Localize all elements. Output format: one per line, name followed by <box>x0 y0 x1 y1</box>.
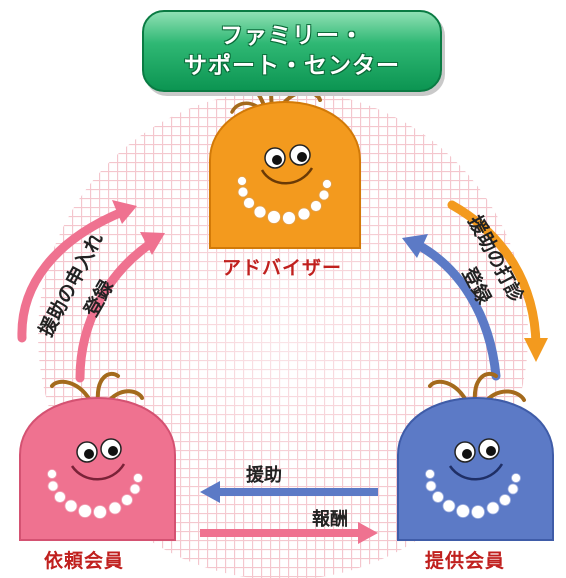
arrow-bottom-help-label: 援助 <box>246 465 282 486</box>
provider-character <box>397 371 554 541</box>
provider-label: 提供会員 <box>425 550 506 572</box>
arrow-bottom-help-head <box>200 481 220 503</box>
title-line-2: サポート・センター <box>184 53 400 79</box>
requester-label: 依頼会員 <box>44 550 125 572</box>
arrow-left-outer <box>17 207 127 343</box>
arrow-bottom-reward-label: 報酬 <box>312 509 348 530</box>
arrow-right-outer-head <box>524 338 548 362</box>
arrow-left-inner-head <box>140 232 165 255</box>
title-banner: ファミリー・ サポート・センター <box>142 10 442 92</box>
arrow-bottom-reward-head <box>358 522 378 544</box>
adviser-label: アドバイザー <box>222 257 343 279</box>
arrow-left-outer-head <box>112 200 137 224</box>
arrow-right-inner-head <box>402 234 428 258</box>
arrow-left-inner <box>75 239 155 383</box>
arrow-right-inner <box>413 240 501 381</box>
title-line-1: ファミリー・ <box>220 23 364 49</box>
requester-character <box>19 371 176 541</box>
arrow-right-outer <box>447 200 541 350</box>
